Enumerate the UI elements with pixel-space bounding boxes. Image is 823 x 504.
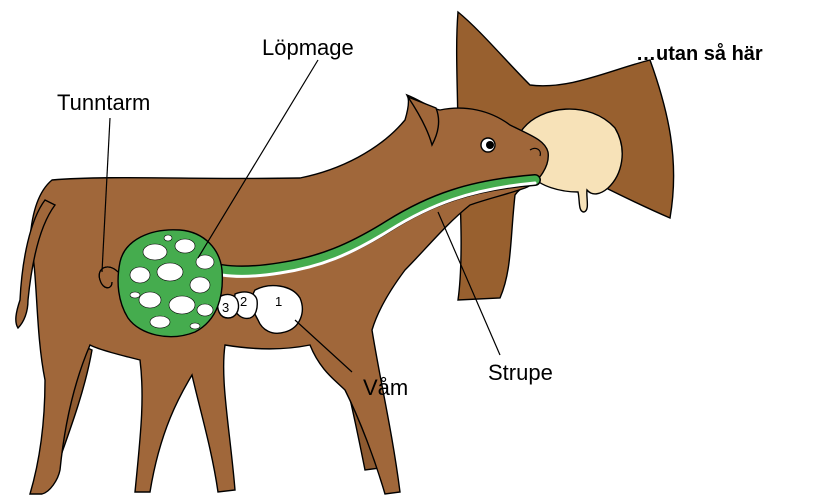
stomach-number-1: 1 <box>275 294 282 309</box>
stomach-number-3: 3 <box>222 300 229 315</box>
label-small-intestine: Tunntarm <box>57 90 150 115</box>
label-esophagus: Strupe <box>488 360 553 385</box>
heading: …utan så här <box>636 42 763 65</box>
label-abomasum: Löpmage <box>262 35 354 60</box>
label-rumen: Våm <box>363 375 408 400</box>
stomach-number-2: 2 <box>240 294 247 309</box>
